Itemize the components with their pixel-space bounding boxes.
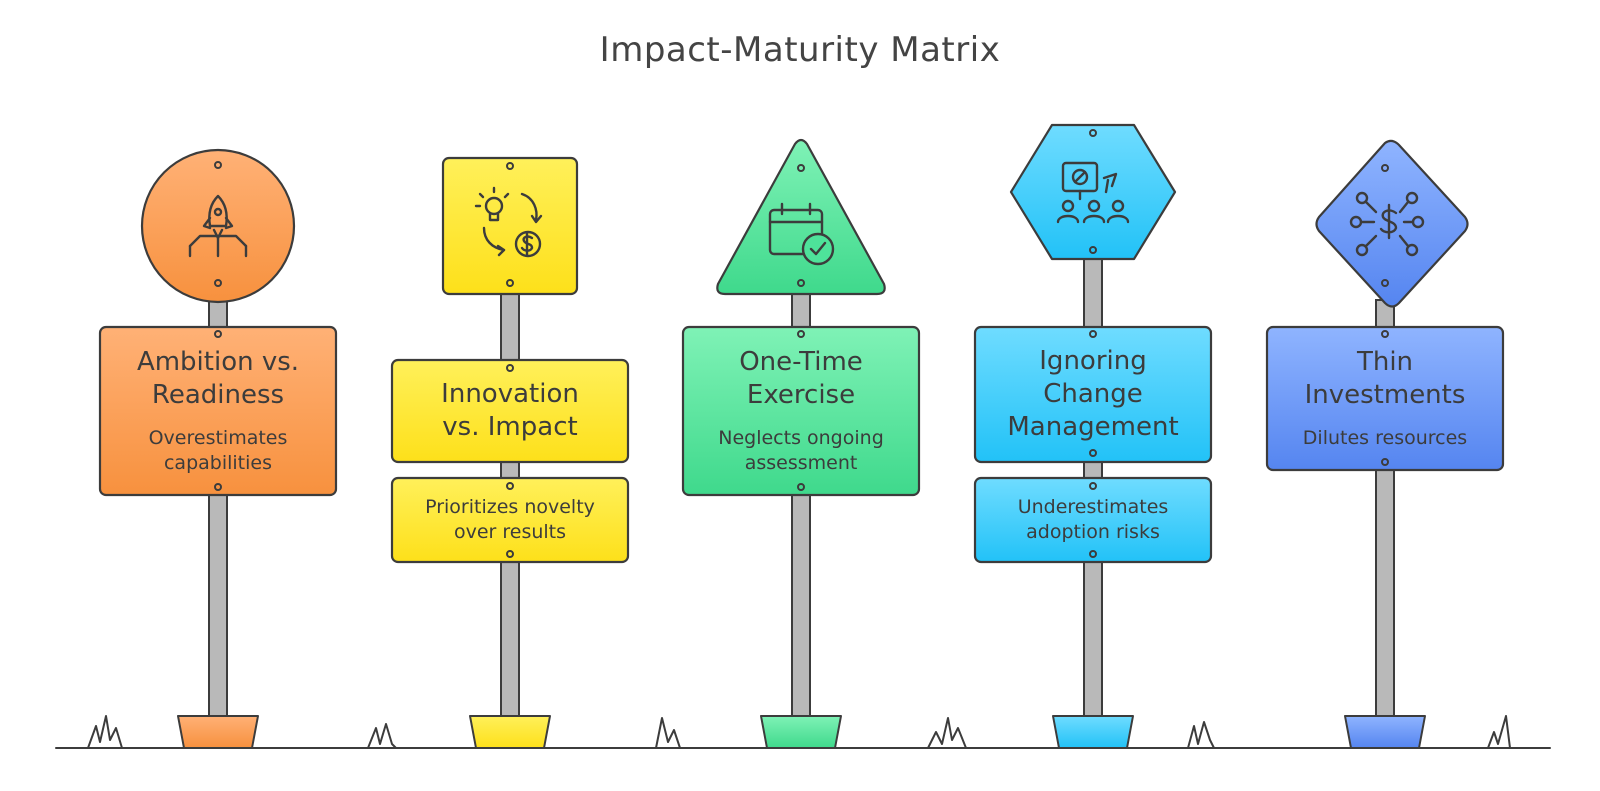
sign-description: Overestimates capabilities — [149, 426, 288, 476]
sign-heading-line: Ambition vs. — [136, 347, 300, 377]
sign-heading-line: Exercise — [746, 380, 856, 410]
bolts — [214, 129, 1389, 558]
bolt — [1089, 129, 1097, 137]
bolt — [797, 330, 805, 338]
page-title: Impact-Maturity Matrix — [599, 30, 1001, 70]
sign-heading-line: vs. Impact — [442, 412, 578, 442]
idea-to-money-icon — [474, 186, 543, 258]
board-change-desc — [973, 476, 1213, 564]
pole-base — [177, 715, 259, 749]
pole-base — [1052, 715, 1134, 749]
sign-ambition-readiness: Ambition vs. Readiness Overestimates cap… — [100, 327, 336, 495]
sign-ignoring-change-management: Ignoring Change Management — [975, 327, 1211, 462]
boards — [98, 325, 1505, 564]
bolt — [1089, 449, 1097, 457]
board-thin — [1265, 325, 1505, 472]
sign-thin-investments: Thin Investments Dilutes resources — [1267, 327, 1503, 470]
bolt — [214, 279, 222, 287]
sign-description-line: Underestimates — [1017, 496, 1169, 518]
sign-ignoring-change-management-description: Underestimates adoption risks — [975, 478, 1211, 562]
board-ambition — [98, 325, 338, 497]
pole-base — [469, 715, 551, 749]
sign-description-line: Dilutes resources — [1302, 427, 1468, 449]
board-innovation-desc — [390, 476, 630, 564]
rocket-launch-icon — [188, 194, 248, 258]
bolt — [797, 279, 805, 287]
grass-tuft — [927, 717, 967, 749]
grass-tuft — [655, 717, 681, 749]
bolt — [1089, 550, 1097, 558]
sign-description-line: capabilities — [163, 452, 272, 474]
sign-description-line: over results — [453, 521, 567, 543]
calendar-check-icon — [768, 202, 835, 266]
pole-base — [760, 715, 842, 749]
bolt — [797, 483, 805, 491]
bolt — [1381, 458, 1389, 466]
sign-heading-line: Readiness — [151, 380, 285, 410]
bases — [177, 715, 1426, 749]
grass-tuft — [1187, 721, 1215, 749]
sign-innovation-impact: Innovation vs. Impact — [392, 360, 628, 462]
bolt — [1381, 279, 1389, 287]
triangle-sign — [716, 138, 886, 296]
sign-heading-line: Innovation — [441, 379, 579, 409]
bolt — [214, 330, 222, 338]
sign-heading-line: Change — [1043, 379, 1143, 409]
sign-heading-line: One-Time — [739, 347, 863, 377]
bolt — [1381, 330, 1389, 338]
square-sign — [441, 156, 579, 296]
top-signs — [140, 123, 1469, 308]
bolt — [506, 364, 514, 372]
bolt — [1089, 482, 1097, 490]
bolt — [214, 161, 222, 169]
grass-tuft — [1487, 715, 1511, 749]
bolt — [506, 162, 514, 170]
sign-heading: Ambition vs. Readiness — [137, 346, 299, 412]
sign-description-line: Overestimates — [148, 427, 288, 449]
sign-description: Underestimates adoption risks — [1018, 495, 1169, 545]
protest-group-icon — [1056, 161, 1130, 224]
board-one-time — [681, 325, 921, 497]
sign-heading: One-Time Exercise — [739, 346, 863, 412]
sign-heading-line: Thin — [1356, 347, 1414, 377]
sign-heading-line: Investments — [1304, 380, 1466, 410]
dollar-network-icon — [1349, 191, 1425, 257]
sign-description-line: adoption risks — [1026, 521, 1160, 543]
board-change-heading — [973, 325, 1213, 464]
grass-tuft — [367, 723, 397, 749]
board-innovation-heading — [390, 358, 630, 464]
bolt — [214, 483, 222, 491]
bolt — [506, 482, 514, 490]
sign-heading-line: Ignoring — [1039, 346, 1147, 376]
bolt — [506, 550, 514, 558]
bolt — [797, 164, 805, 172]
sign-innovation-impact-description: Prioritizes novelty over results — [392, 478, 628, 562]
grass-tuft — [87, 715, 123, 749]
sign-heading: Thin Investments — [1305, 346, 1466, 412]
sign-heading: Innovation vs. Impact — [441, 378, 579, 444]
bolt — [1089, 246, 1097, 254]
bolt — [506, 279, 514, 287]
sign-heading-line: Management — [1007, 412, 1179, 442]
sign-description: Neglects ongoing assessment — [718, 426, 884, 476]
sign-description: Prioritizes novelty over results — [425, 495, 595, 545]
bolt — [1381, 164, 1389, 172]
pole-base — [1344, 715, 1426, 749]
sign-description-line: Prioritizes novelty — [425, 496, 595, 518]
sign-one-time-exercise: One-Time Exercise Neglects ongoing asses… — [683, 327, 919, 495]
bolt — [1089, 330, 1097, 338]
sign-heading: Ignoring Change Management — [1007, 345, 1178, 444]
sign-description-line: Neglects ongoing — [718, 427, 884, 449]
sign-description-line: assessment — [744, 452, 858, 474]
sign-description: Dilutes resources — [1303, 426, 1467, 451]
